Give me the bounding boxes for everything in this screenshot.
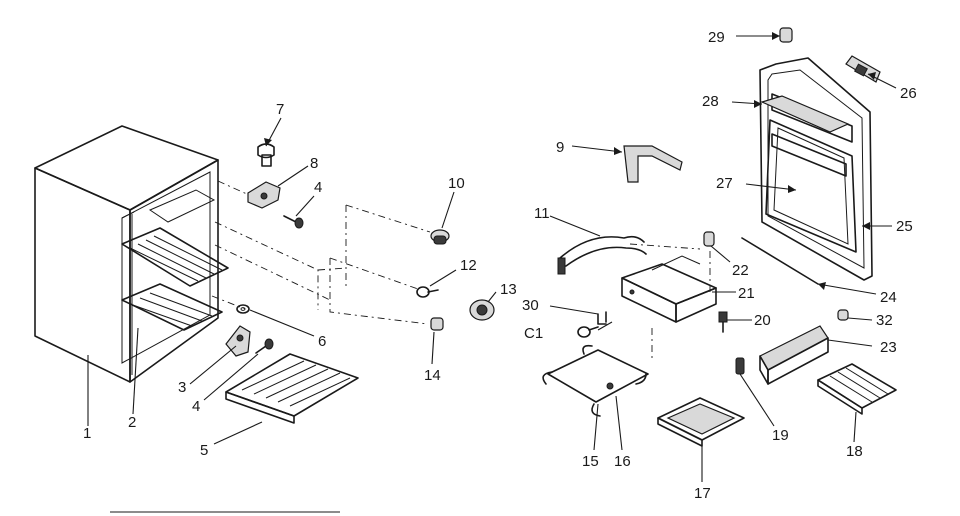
clip-30 [597, 311, 607, 325]
pin-32 [837, 309, 849, 321]
callout-16: 16 [614, 453, 631, 470]
tube-11 [557, 235, 647, 275]
callout-14: 14 [424, 367, 441, 384]
screw-31 [577, 326, 599, 338]
callout-20: 20 [754, 312, 771, 329]
callout-23: 23 [880, 339, 897, 356]
handle-9 [623, 145, 683, 183]
leg-10 [430, 229, 450, 245]
foot-13 [469, 299, 495, 321]
leader-arrows [264, 32, 876, 290]
callout-1: 1 [83, 425, 91, 442]
ice-tray-18 [817, 363, 897, 415]
callout-5: 5 [200, 442, 208, 459]
rod-24 [741, 237, 819, 285]
bracket-26 [845, 55, 881, 83]
callout-3: 3 [178, 379, 186, 396]
callout-10: 10 [448, 175, 465, 192]
callout-labels: 1 2 3 4 4 5 6 7 8 9 10 11 12 13 14 15 16… [83, 29, 917, 502]
callout-18: 18 [846, 443, 863, 460]
screw-4-lower [255, 338, 274, 354]
foot-14 [430, 317, 444, 331]
callout-26: 26 [900, 85, 917, 102]
callout-7: 7 [276, 101, 284, 118]
callout-6: 6 [318, 333, 326, 350]
callout-9: 9 [556, 139, 564, 156]
callout-31: C1 [524, 325, 543, 342]
screw-4-upper [283, 215, 304, 229]
grille-5 [225, 353, 359, 424]
spacer-22 [703, 231, 715, 247]
callout-2: 2 [128, 414, 136, 431]
callout-28: 28 [702, 93, 719, 110]
cabinet-shelf [121, 189, 229, 331]
drip-tray-17 [657, 397, 745, 447]
callout-30: 30 [522, 297, 539, 314]
screw-12 [416, 286, 439, 298]
evaporator-bracket-21 [621, 255, 717, 323]
callout-17: 17 [694, 485, 711, 502]
pin-19 [735, 357, 745, 375]
callout-21: 21 [738, 285, 755, 302]
callout-25: 25 [896, 218, 913, 235]
door-shelf-23 [759, 325, 829, 385]
callout-15: 15 [582, 453, 599, 470]
leader-lines [87, 35, 897, 482]
callout-8: 8 [310, 155, 318, 172]
hinge-3 [225, 325, 251, 357]
callout-24: 24 [880, 289, 897, 306]
callout-11: 11 [534, 205, 550, 222]
callout-27: 27 [716, 175, 733, 192]
callout-4b: 4 [192, 398, 200, 415]
callout-22: 22 [732, 262, 749, 279]
screw-20 [718, 311, 728, 333]
callout-29: 29 [708, 29, 725, 46]
door-shelf-28 [760, 95, 850, 133]
hinge-8 [247, 181, 281, 209]
cap-29 [779, 27, 793, 43]
door-25 [759, 57, 873, 281]
callout-4a: 4 [314, 179, 322, 196]
callout-12: 12 [460, 257, 477, 274]
drain-frame-15-16 [542, 344, 649, 417]
alignment-lines [211, 180, 711, 360]
callout-19: 19 [772, 427, 789, 444]
screw-7 [257, 143, 275, 167]
cabinet [34, 125, 219, 383]
callout-13: 13 [500, 281, 517, 298]
callout-32: 32 [876, 312, 893, 329]
